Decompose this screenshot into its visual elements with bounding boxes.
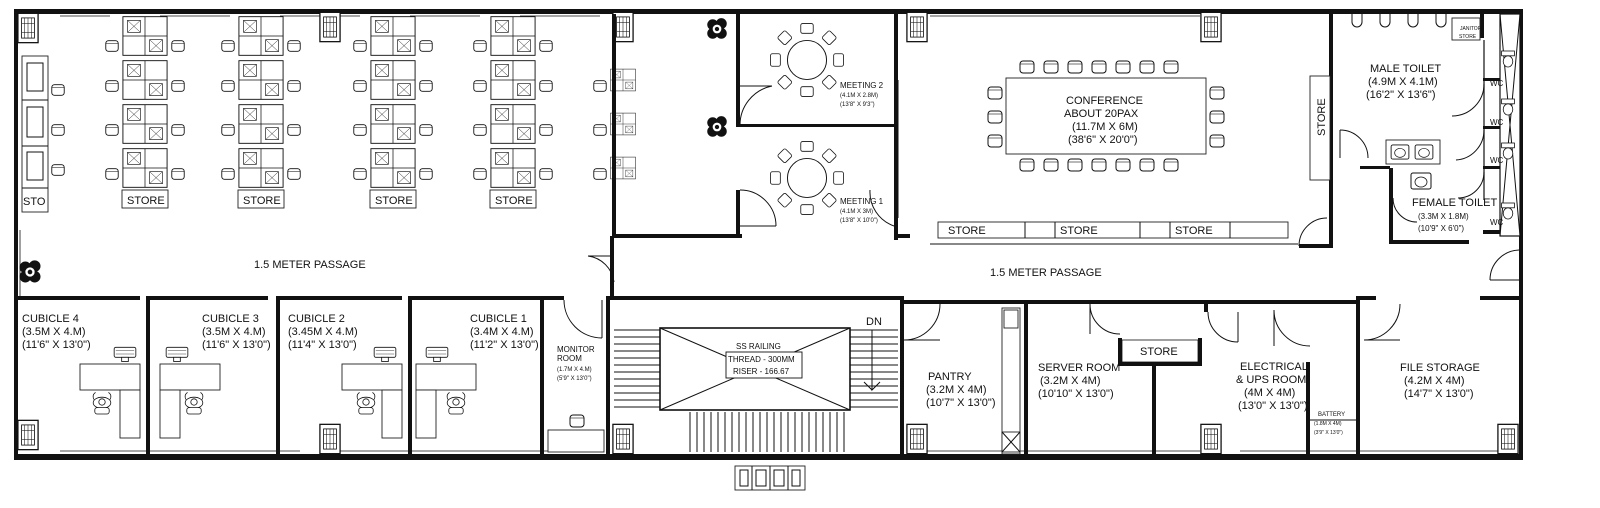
service-store-label: STORE (1140, 346, 1178, 358)
meeting-2-title: MEETING 2 (840, 81, 884, 90)
electrical-size-ft: (13'0" X 13'0") (1238, 400, 1308, 412)
workstation-cluster-1: STORE (105, 16, 185, 209)
conference-store-1: STORE (948, 225, 986, 237)
workstation-cluster-4: STORE (473, 16, 553, 209)
file-storage-size-ft: (14'7" X 13'0") (1404, 388, 1474, 400)
male-toilet-title: MALE TOILET (1370, 63, 1441, 75)
male-toilet-size-m: (4.9M X 4.1M) (1368, 76, 1438, 88)
cubicle-2-size-m: (3.45M X 4.M) (288, 326, 358, 338)
battery-title: BATTERY (1318, 412, 1345, 418)
cubicle-2: CUBICLE 2 (3.45M X 4.M) (11'4" X 13'0") (288, 313, 403, 439)
store-label-1: STORE (127, 195, 165, 207)
workstation-cluster-3: STORE (353, 16, 433, 209)
server-room-size-ft: (10'10" X 13'0") (1038, 388, 1114, 400)
electrical-subtitle: & UPS ROOM (1236, 374, 1306, 386)
stairs-dn-label: DN (866, 316, 882, 328)
monitor-room-title: MONITOR (557, 345, 595, 354)
pantry-size-ft: (10'7" X 13'0") (926, 397, 996, 409)
server-room-title: SERVER ROOM (1038, 362, 1120, 374)
cubicle-1-size-ft: (11'2" X 13'0") (470, 339, 539, 351)
stairs-railing-label: SS RAILING (736, 342, 781, 351)
conference-size-ft: (38'6" X 20'0") (1068, 134, 1138, 146)
conference-title: CONFERENCE (1066, 95, 1143, 107)
meeting-1-title: MEETING 1 (840, 197, 884, 206)
cubicle-row: CUBICLE 4 (3.5M X 4.M) (11'6" X 13'0") C… (14, 296, 544, 458)
plant-icon-2 (707, 18, 727, 39)
electrical-title: ELECTRICAL (1240, 361, 1308, 373)
cubicle-1-title: CUBICLE 1 (470, 313, 527, 325)
wc-label-1: WC (1490, 79, 1504, 88)
cubicle-4-size-ft: (11'6" X 13'0") (22, 339, 91, 351)
pantry-size-m: (3.2M X 4M) (926, 384, 987, 396)
store-label-left: STO (23, 196, 46, 208)
cubicle-3-title: CUBICLE 3 (202, 313, 259, 325)
cubicle-2-title: CUBICLE 2 (288, 313, 345, 325)
cubicle-4-title: CUBICLE 4 (22, 313, 79, 325)
server-room-size-m: (3.2M X 4M) (1040, 375, 1101, 387)
monitor-room-title-2: ROOM (557, 354, 582, 363)
stairs-riser-label: RISER - 166.67 (733, 367, 790, 376)
meeting-1-size-m: (4.1M X 3M) (840, 209, 873, 215)
staircase: SS RAILING THREAD - 300MM RISER - 166.67… (587, 236, 900, 491)
plant-icon (19, 260, 41, 283)
file-storage-title: FILE STORAGE (1400, 362, 1480, 374)
meeting-1-size-ft: (13'8" X 10'0") (840, 218, 878, 224)
wc-label-3: WC (1490, 156, 1504, 165)
pantry-title: PANTRY (928, 371, 972, 383)
conference-capacity: ABOUT 20PAX (1064, 108, 1139, 120)
toilet-block: JANITOR STORE WC WC WC WC MALE TOILET (4… (1339, 13, 1523, 281)
file-storage-size-m: (4.2M X 4M) (1404, 375, 1465, 387)
store-label-4: STORE (495, 195, 533, 207)
open-workstation-area: STO STORE STORE (19, 16, 636, 300)
store-label-3: STORE (375, 195, 413, 207)
cubicle-2-size-ft: (11'4" X 13'0") (288, 339, 357, 351)
battery-size-m: (1.8M X 4M) (1314, 421, 1342, 427)
cubicle-4: CUBICLE 4 (3.5M X 4.M) (11'6" X 13'0") (22, 313, 141, 439)
monitor-room-size-ft: (5'9" X 13'0") (557, 376, 592, 382)
wc-label-4: WC (1490, 218, 1504, 227)
female-toilet-size-m: (3.3M X 1.8M) (1418, 212, 1469, 221)
service-rooms: STORE PANTRY (3.2M X 4M) (10'7" X 13'0")… (900, 282, 1523, 458)
cubicle-1: CUBICLE 1 (3.4M X 4.M) (11'2" X 13'0") (415, 313, 539, 439)
workstation-cluster-2: STORE (221, 16, 301, 209)
cubicle-3-size-m: (3.5M X 4.M) (202, 326, 266, 338)
wc-label-2: WC (1490, 118, 1504, 127)
meeting-rooms: MEETING 2 (4.1M X 2.8M) (13'8" X 9'3") M… (612, 14, 910, 240)
meeting-2-size-m: (4.1M X 2.8M) (840, 93, 878, 99)
stairs-tread-label: THREAD - 300MM (728, 355, 795, 364)
male-toilet-size-ft: (16'2" X 13'6") (1366, 89, 1436, 101)
passage-label-right: 1.5 METER PASSAGE (990, 267, 1102, 279)
conference-store-2: STORE (1060, 225, 1098, 237)
battery-size-ft: (3'9" X 13'0") (1314, 430, 1343, 436)
cubicle-1-size-m: (3.4M X 4.M) (470, 326, 534, 338)
cubicle-3-size-ft: (11'6" X 13'0") (202, 339, 271, 351)
plant-icon-3 (707, 116, 727, 137)
monitor-room-size-m: (1.7M X 4.M) (557, 367, 592, 373)
conference-store-3: STORE (1175, 225, 1213, 237)
cubicle-4-size-m: (3.5M X 4.M) (22, 326, 86, 338)
conference-side-store: STORE (1316, 98, 1328, 136)
female-toilet-title: FEMALE TOILET (1412, 197, 1497, 209)
conference-size-m: (11.7M X 6M) (1072, 121, 1138, 133)
passage-label-left: 1.5 METER PASSAGE (254, 259, 366, 271)
cubicle-3: CUBICLE 3 (3.5M X 4.M) (11'6" X 13'0") (159, 313, 271, 439)
janitor-subtitle: STORE (1459, 34, 1477, 40)
female-toilet-size-ft: (10'9" X 6'0") (1418, 224, 1464, 233)
janitor-title: JANITOR (1460, 26, 1482, 32)
monitor-room: MONITOR ROOM (1.7M X 4.M) (5'9" X 13'0") (544, 296, 610, 458)
electrical-size-m: (4M X 4M) (1244, 387, 1295, 399)
chairs-left (51, 84, 65, 176)
meeting-2-size-ft: (13'8" X 9'3") (840, 102, 875, 108)
conference-room: STORE STORE STORE STORE CONFERENCE ABOUT… (930, 12, 1333, 248)
store-label-2: STORE (243, 195, 281, 207)
